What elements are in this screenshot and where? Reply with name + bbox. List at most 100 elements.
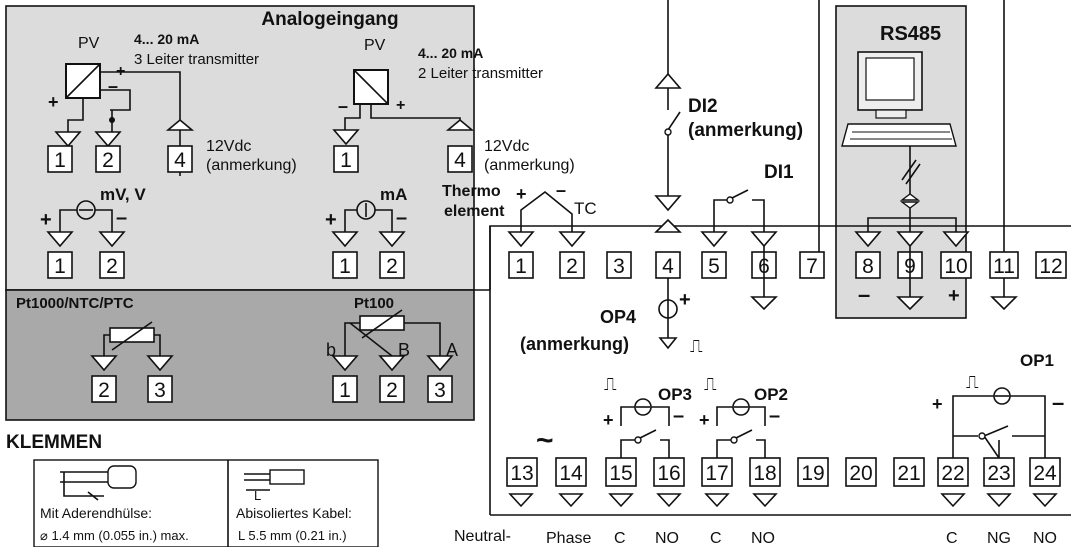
svg-text:–: – (556, 180, 566, 200)
computer-icon (841, 51, 957, 147)
svg-text:8: 8 (862, 255, 874, 278)
dim-L-label: L (254, 488, 261, 503)
note-label-1: (anmerkung) (206, 157, 297, 174)
svg-text:21: 21 (897, 462, 920, 485)
svg-text:1: 1 (54, 255, 66, 278)
svg-text:3: 3 (434, 379, 446, 402)
stripped-label: Abisoliertes Kabel: (236, 505, 352, 521)
svg-text:4: 4 (662, 255, 674, 278)
label-ng-23: NG (987, 530, 1011, 547)
svg-text:+: + (40, 209, 52, 231)
svg-text:+: + (948, 285, 960, 307)
svg-text:3: 3 (154, 379, 166, 402)
ma-label: mA (380, 185, 407, 204)
stripped-wire-icon (244, 469, 305, 491)
label-c-17: C (710, 530, 722, 547)
stripped-value: L 5.5 mm (0.21 in.) (238, 528, 347, 543)
ac-tilde: ~ (536, 424, 554, 457)
svg-text:11: 11 (993, 255, 1015, 278)
pv-label-2: PV (364, 37, 386, 54)
di1-label: DI1 (764, 162, 794, 183)
svg-text:+: + (699, 410, 710, 430)
t3-range: 4... 20 mA (134, 31, 199, 47)
svg-text:13: 13 (510, 462, 533, 485)
op2-label: OP2 (754, 385, 788, 404)
op4-pulse: ⎍ (690, 336, 703, 356)
pt100-A-label: A (446, 340, 458, 360)
terminal-arrows (46, 72, 1058, 508)
svg-text:⎍: ⎍ (704, 374, 717, 394)
svg-text:3: 3 (613, 255, 625, 278)
svg-text:15: 15 (609, 462, 632, 485)
svg-text:4: 4 (174, 149, 186, 172)
svg-text:2: 2 (386, 255, 398, 278)
svg-text:1: 1 (340, 149, 352, 172)
svg-text:18: 18 (753, 462, 776, 485)
ferrule-icon (60, 465, 137, 501)
svg-text:⎍: ⎍ (604, 374, 617, 394)
svg-text:+: + (396, 97, 405, 114)
op4-label: OP4 (600, 307, 636, 327)
ferrule-label: Mit Aderendhülse: (40, 505, 152, 521)
svg-text:2: 2 (98, 379, 110, 402)
svg-text:⎍: ⎍ (966, 372, 979, 392)
thermo-label-1: Thermo (442, 183, 501, 200)
label-c-22: C (946, 530, 958, 547)
svg-text:+: + (48, 92, 59, 112)
svg-text:23: 23 (987, 462, 1010, 485)
svg-text:7: 7 (806, 255, 818, 278)
pv-label: PV (78, 35, 100, 52)
t2-range: 4... 20 mA (418, 45, 483, 61)
pt100-b-label: b (326, 340, 336, 360)
thermo-label-2: element (444, 203, 505, 220)
svg-text:+: + (679, 289, 691, 311)
klemmen-box (33, 459, 379, 547)
t3-desc: 3 Leiter transmitter (134, 51, 259, 68)
svg-text:12: 12 (1039, 255, 1062, 278)
label-no-18: NO (751, 530, 775, 547)
svg-text:+: + (603, 410, 614, 430)
svg-text:4: 4 (454, 149, 466, 172)
terminal-boxes: 1 2 4 1 4 1 2 1 2 2 3 1 2 3 1 2 3 4 5 6 … (47, 145, 1067, 487)
di2-note: (anmerkung) (688, 120, 803, 141)
svg-text:10: 10 (944, 255, 967, 278)
svg-text:–: – (858, 282, 870, 307)
klemmen-title: KLEMMEN (6, 432, 102, 453)
label-no-24: NO (1033, 530, 1057, 547)
svg-text:+: + (932, 394, 943, 414)
svg-text:1: 1 (339, 379, 351, 402)
svg-text:–: – (338, 96, 348, 116)
t2-desc: 2 Leiter transmitter (418, 65, 543, 82)
svg-text:–: – (396, 207, 407, 229)
svg-text:20: 20 (849, 462, 872, 485)
op1-label: OP1 (1020, 351, 1054, 370)
analog-title: Analogeingang (261, 9, 398, 30)
op3-label: OP3 (658, 385, 692, 404)
svg-text:–: – (1052, 390, 1064, 415)
svg-text:22: 22 (941, 462, 964, 485)
pt1000-label: Pt1000/NTC/PTC (16, 295, 134, 312)
phase-label: Phase (546, 530, 591, 547)
svg-text:+: + (325, 209, 337, 231)
svg-text:–: – (108, 76, 118, 96)
svg-text:2: 2 (386, 379, 398, 402)
pt100-B-label: B (398, 340, 410, 360)
vdc-label-2: 12Vdc (484, 138, 529, 155)
svg-text:2: 2 (102, 149, 114, 172)
svg-text:+: + (516, 184, 527, 204)
rs485-title: RS485 (880, 23, 941, 45)
svg-text:2: 2 (106, 255, 118, 278)
svg-text:1: 1 (54, 149, 66, 172)
svg-text:–: – (769, 405, 780, 427)
svg-text:+: + (116, 63, 125, 80)
svg-text:19: 19 (801, 462, 824, 485)
svg-text:17: 17 (705, 462, 728, 485)
svg-text:–: – (116, 207, 127, 229)
svg-text:1: 1 (515, 255, 527, 278)
neutral-label: Neutral- (454, 528, 511, 545)
label-c-15: C (614, 530, 626, 547)
tc-label: TC (574, 199, 597, 218)
svg-text:2: 2 (566, 255, 578, 278)
ferrule-value: ⌀ 1.4 mm (0.055 in.) max. (40, 528, 189, 543)
